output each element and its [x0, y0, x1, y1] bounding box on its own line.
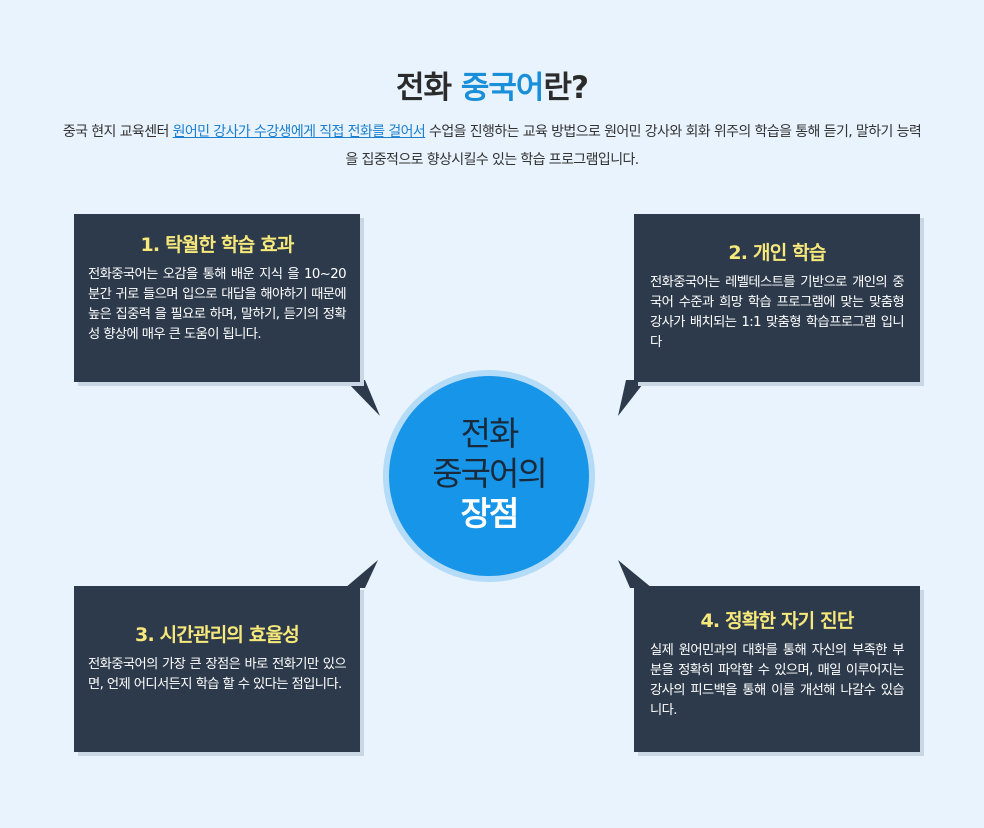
intro-text: 중국 현지 교육센터 원어민 강사가 수강생에게 직접 전화를 걸어서 수업을 … — [60, 118, 924, 174]
title-suffix: 란? — [543, 70, 589, 106]
box3-body: 전화중국어의 가장 큰 장점은 바로 전화기만 있으면, 언제 어디서든지 학습… — [88, 657, 347, 692]
intro-part2: 수업을 진행하는 교육 방법으로 원어민 강사와 회화 위주의 학습을 통해 듣… — [345, 124, 922, 168]
box3-title: 3. 시간관리의 효율성 — [135, 624, 300, 646]
advantage-box-2: 2. 개인 학습 전화중국어는 레벨테스트를 기반으로 개인의 중국어 수준과 … — [634, 214, 920, 382]
box1-title: 1. 탁월한 학습 효과 — [140, 234, 294, 256]
advantage-box-3: 3. 시간관리의 효율성 전화중국어의 가장 큰 장점은 바로 전화기만 있으면… — [74, 586, 360, 752]
box4-title: 4. 정확한 자기 진단 — [700, 610, 854, 632]
center-line2: 중국어의 — [432, 454, 547, 493]
tail-box3 — [345, 560, 378, 588]
center-line1: 전화 — [460, 414, 520, 453]
center-circle-text: 전화 중국어의 장점 — [389, 414, 589, 534]
tail-box1 — [345, 380, 380, 416]
intro-part1: 중국 현지 교육센터 — [62, 124, 173, 140]
title-prefix: 전화 — [396, 70, 461, 106]
box2-title: 2. 개인 학습 — [728, 242, 826, 264]
tail-box4 — [618, 560, 652, 588]
title-accent: 중국어 — [460, 70, 545, 106]
advantage-box-4: 4. 정확한 자기 진단 실제 원어민과의 대화를 통해 자신의 부족한 부분을… — [634, 586, 920, 752]
center-circle: 전화 중국어의 장점 — [389, 376, 589, 576]
box1-body: 전화중국어는 오감을 통해 배운 지식 을 10~20분간 귀로 들으며 입으로… — [88, 267, 347, 342]
box2-body: 전화중국어는 레벨테스트를 기반으로 개인의 중국어 수준과 희망 학습 프로그… — [650, 275, 905, 350]
tail-box2 — [618, 380, 646, 416]
advantage-box-1: 1. 탁월한 학습 효과 전화중국어는 오감을 통해 배운 지식 을 10~20… — [74, 214, 360, 382]
intro-highlight: 원어민 강사가 수강생에게 직접 전화를 걸어서 — [172, 124, 426, 140]
box4-body: 실제 원어민과의 대화를 통해 자신의 부족한 부분을 정확히 파악할 수 있으… — [650, 643, 905, 718]
center-line3: 장점 — [460, 494, 520, 533]
page-title: 전화 중국어란? — [0, 62, 984, 107]
